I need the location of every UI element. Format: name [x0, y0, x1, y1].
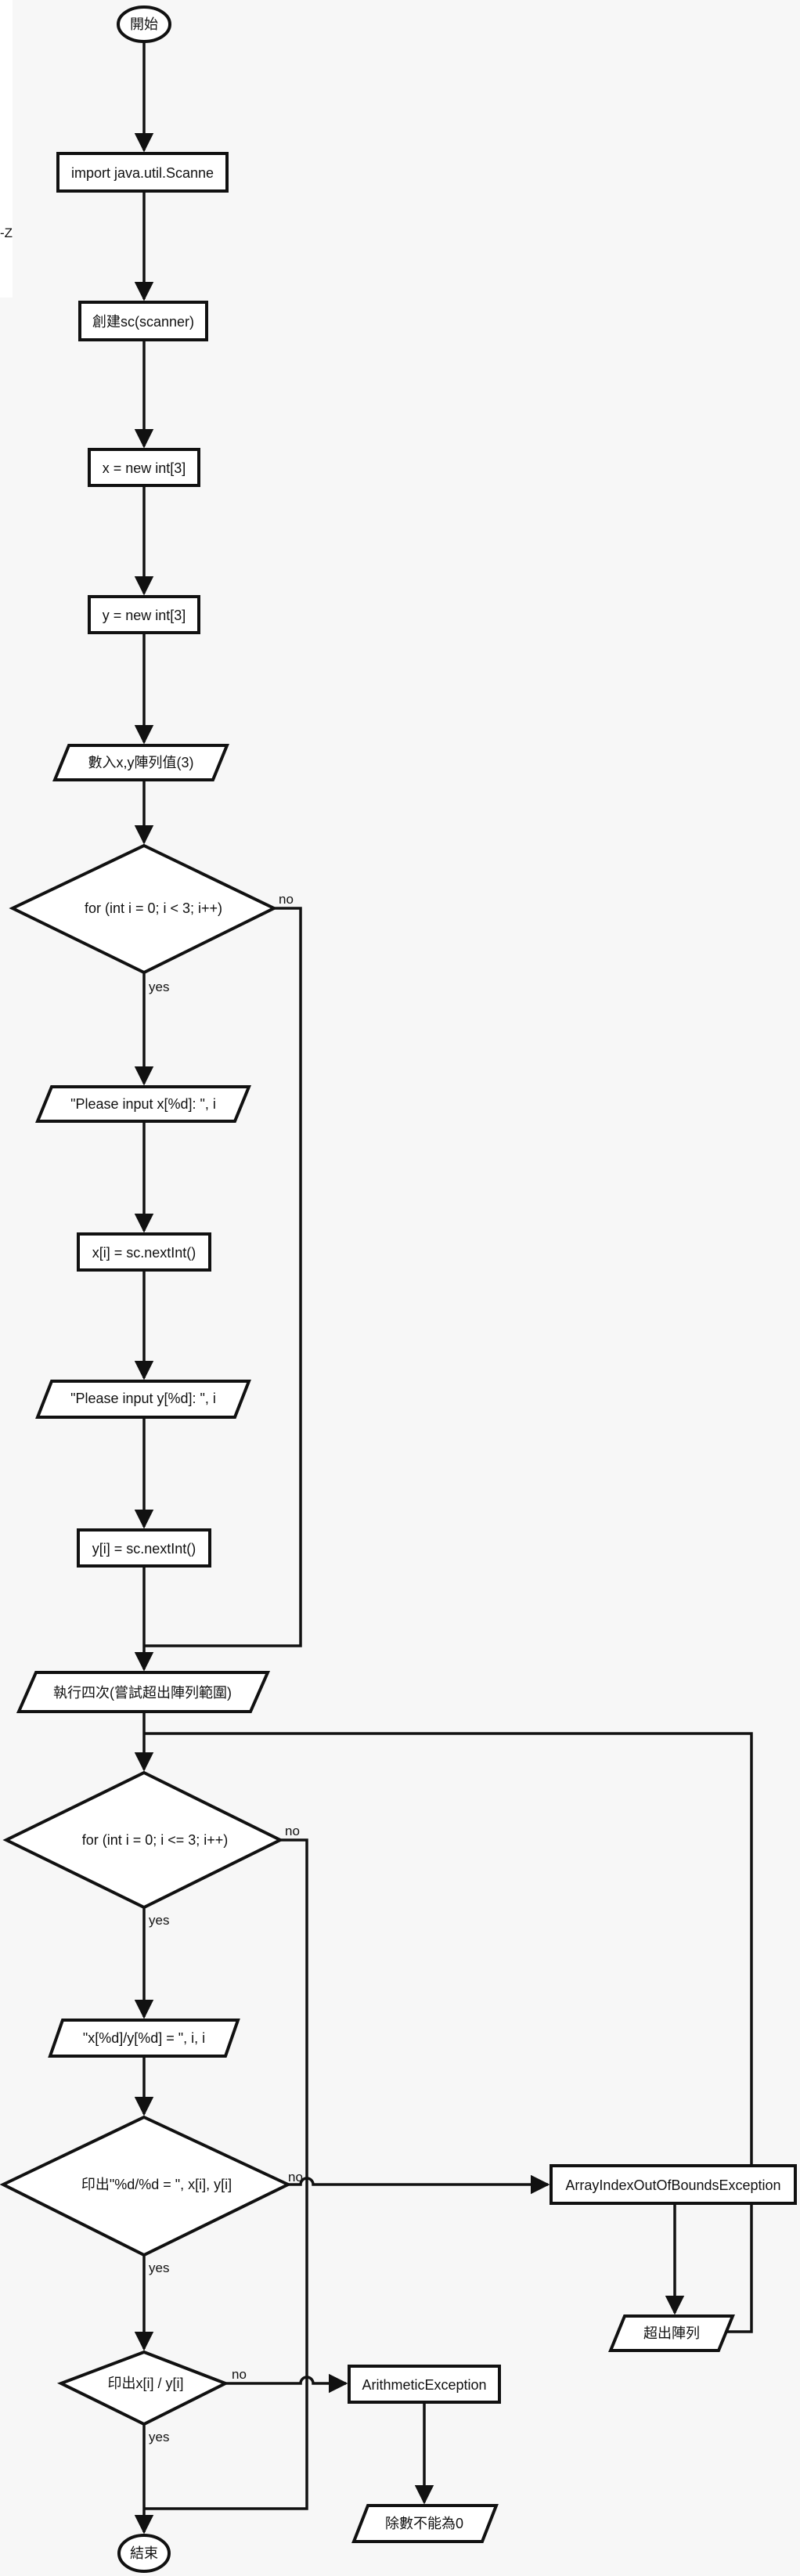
- print-format-label: 印出"%d/%d = ", x[i], y[i]: [81, 2177, 232, 2192]
- print-yes-label: yes: [149, 2260, 169, 2275]
- read-x-label: x[i] = sc.nextInt(): [92, 1245, 196, 1261]
- node-print-div: 印出x[i] / y[i]: [56, 2350, 229, 2426]
- prompt-x-io: [35, 1085, 251, 1123]
- print-div-decision: [56, 2350, 229, 2426]
- y-array-label: y = new int[3]: [103, 608, 186, 623]
- loop2-yes-label: yes: [149, 1913, 169, 1928]
- loop2-decision: [2, 1770, 284, 1910]
- node-prompt-y: "Please input y[%d]: ", i: [35, 1380, 251, 1419]
- x-array-process: [88, 448, 200, 487]
- loop2-no-label: no: [285, 1824, 300, 1838]
- loop1-decision: [9, 843, 278, 975]
- out-of-array-label: 超出陣列: [643, 2325, 700, 2341]
- arith-exception-label: ArithmeticException: [362, 2377, 486, 2393]
- node-x-array: x = new int[3]: [88, 448, 200, 487]
- create-sc-label: 創建sc(scanner): [92, 314, 194, 330]
- div-zero-io: [351, 2504, 499, 2543]
- side-panel: [0, 0, 13, 298]
- node-loop1: for (int i = 0; i < 3; i++): [9, 843, 278, 975]
- end-label: 結束: [130, 2545, 158, 2561]
- read-x-process: [77, 1232, 211, 1272]
- edge-loop1-no: [144, 907, 302, 1647]
- node-read-y: y[i] = sc.nextInt(): [77, 1528, 211, 1568]
- print-format-decision: [0, 2115, 292, 2257]
- side-panel-fragment: -Z: [0, 225, 13, 240]
- div-yes-label: yes: [149, 2430, 169, 2444]
- out-of-array-io: [608, 2314, 735, 2352]
- edge-out-loopback: [144, 1732, 753, 2333]
- loop1-yes-label: yes: [149, 980, 169, 994]
- loop1-label: for (int i = 0; i < 3; i++): [85, 900, 222, 916]
- create-sc-process: [78, 301, 208, 341]
- node-start: 開始: [117, 5, 171, 43]
- prompt-y-label: "Please input y[%d]: ", i: [70, 1391, 216, 1406]
- div-zero-label: 除數不能為0: [385, 2516, 463, 2531]
- x-array-label: x = new int[3]: [103, 460, 186, 476]
- prompt-y-io: [35, 1380, 251, 1419]
- input-arrays-label: 數入x,y陣列值(3): [88, 755, 194, 770]
- edge-loop2-no: [144, 1838, 308, 2510]
- connectors: [134, 41, 753, 2535]
- end-terminal: [117, 2534, 171, 2573]
- node-input-arrays: 數入x,y陣列值(3): [52, 744, 229, 781]
- y-array-process: [88, 595, 200, 634]
- format-text-io: [48, 2019, 240, 2058]
- print-no-label: no: [288, 2170, 303, 2185]
- node-loop2: for (int i = 0; i <= 3; i++): [2, 1770, 284, 1910]
- array-exception-process: [550, 2164, 797, 2205]
- arith-exception-process: [348, 2365, 501, 2404]
- node-import: import java.util.Scanne: [56, 152, 229, 193]
- prompt-x-label: "Please input x[%d]: ", i: [70, 1096, 216, 1112]
- import-process: [56, 152, 229, 193]
- node-read-x: x[i] = sc.nextInt(): [77, 1232, 211, 1272]
- node-out-of-array: 超出陣列: [608, 2314, 735, 2352]
- node-run-four: 執行四次(嘗試超出陣列範圍): [16, 1671, 271, 1713]
- edge-labels: no yes no yes no yes no yes: [149, 892, 303, 2444]
- node-create-sc: 創建sc(scanner): [78, 301, 208, 341]
- loop2-label: for (int i = 0; i <= 3; i++): [82, 1832, 229, 1848]
- start-label: 開始: [130, 16, 158, 32]
- input-arrays-io: [52, 744, 229, 781]
- array-exception-label: ArrayIndexOutOfBoundsException: [565, 2177, 780, 2193]
- loop1-no-label: no: [279, 892, 294, 907]
- node-end: 結束: [117, 2534, 171, 2573]
- format-text-label: "x[%d]/y[%d] = ", i, i: [83, 2030, 205, 2046]
- read-y-process: [77, 1528, 211, 1568]
- node-y-array: y = new int[3]: [88, 595, 200, 634]
- node-prompt-x: "Please input x[%d]: ", i: [35, 1085, 251, 1123]
- import-label: import java.util.Scanne: [71, 165, 214, 181]
- run-four-io: [16, 1671, 271, 1713]
- node-arith-exception: ArithmeticException: [348, 2365, 501, 2404]
- start-terminal: [117, 5, 171, 43]
- edge-print-no: [288, 2174, 550, 2195]
- div-no-label: no: [232, 2367, 247, 2382]
- node-format-text: "x[%d]/y[%d] = ", i, i: [48, 2019, 240, 2058]
- node-div-zero: 除數不能為0: [351, 2504, 499, 2543]
- node-print-format: 印出"%d/%d = ", x[i], y[i]: [0, 2115, 292, 2257]
- node-array-exception: ArrayIndexOutOfBoundsException: [550, 2164, 797, 2205]
- read-y-label: y[i] = sc.nextInt(): [92, 1541, 196, 1557]
- print-div-label: 印出x[i] / y[i]: [107, 2376, 183, 2391]
- run-four-label: 執行四次(嘗試超出陣列範圍): [53, 1685, 232, 1701]
